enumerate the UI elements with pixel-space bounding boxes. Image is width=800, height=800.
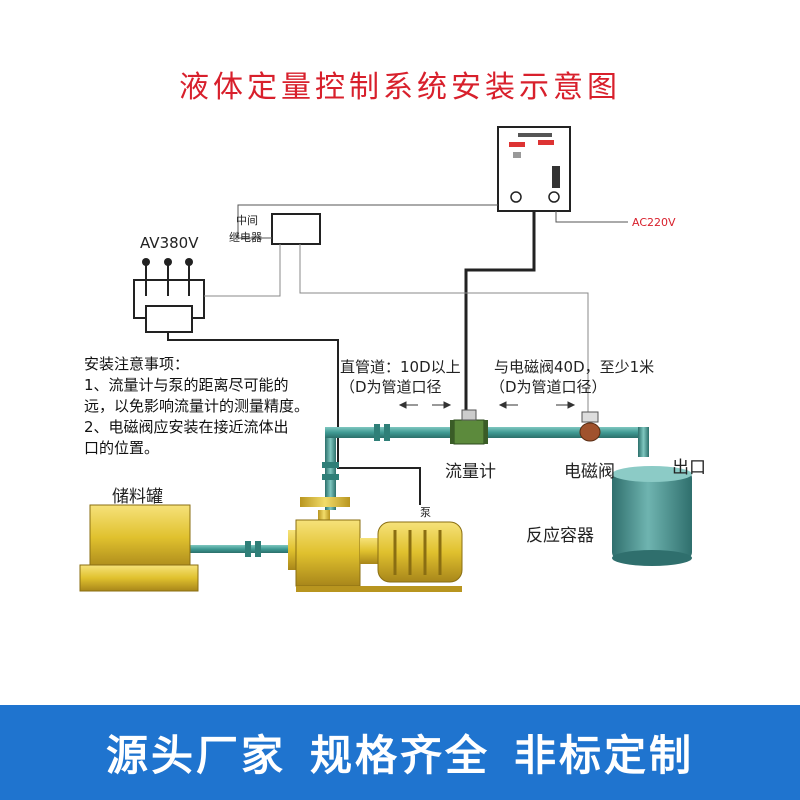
distance-arrows xyxy=(398,401,576,409)
straight-pipe-label: 直管道：10D以上 xyxy=(340,358,461,376)
notes-line-2: 远，以免影响流量计的测量精度。 xyxy=(84,397,310,415)
relay-label-line1: 中间 xyxy=(236,214,258,227)
pipe-fittings xyxy=(245,424,390,557)
pump-unit xyxy=(288,497,463,592)
notes-line-3: 2、电磁阀应安装在接近流体出 xyxy=(84,418,289,436)
outlet-label: 出口 xyxy=(672,458,706,478)
valve-distance-note: （D为管道口径） xyxy=(490,378,607,396)
banner-text-2: 规格齐全 xyxy=(309,731,490,780)
valve-label: 电磁阀 xyxy=(564,462,615,482)
notes-line-4: 口的位置。 xyxy=(84,439,160,457)
reactor-vessel xyxy=(612,466,692,566)
flowmeter-device xyxy=(450,409,488,445)
power-terminal-380v xyxy=(133,258,205,333)
relay-box xyxy=(271,213,321,245)
valve-distance-label: 与电磁阀40D，至少1米 xyxy=(494,358,655,376)
notes-line-1: 1、流量计与泵的距离尽可能的 xyxy=(84,376,289,394)
promo-banner: 源头厂家 规格齐全 非标定制 xyxy=(0,705,800,800)
controller-box xyxy=(497,126,571,212)
diagram-title: 液体定量控制系统安装示意图 xyxy=(179,70,621,105)
installation-notes: 安装注意事项： 1、流量计与泵的距离尽可能的 远，以免影响流量计的测量精度。 2… xyxy=(84,354,309,459)
banner-text-1: 源头厂家 xyxy=(105,731,286,780)
relay-label-line2: 继电器 xyxy=(229,231,262,244)
tank-label: 储料罐 xyxy=(112,487,163,507)
banner-text-3: 非标定制 xyxy=(514,731,695,780)
storage-tank xyxy=(79,504,199,592)
reactor-label: 反应容器 xyxy=(526,526,594,546)
solenoid-valve-device xyxy=(579,411,601,442)
pump-label: 泵 xyxy=(420,506,431,519)
straight-pipe-note: （D为管道口径 xyxy=(340,378,442,396)
flowmeter-label: 流量计 xyxy=(445,462,496,482)
installation-diagram xyxy=(79,126,692,592)
notes-heading: 安装注意事项： xyxy=(84,355,190,373)
wiring xyxy=(167,204,628,505)
ac220-label: AC220V xyxy=(632,216,676,229)
av380-label: AV380V xyxy=(140,234,199,252)
